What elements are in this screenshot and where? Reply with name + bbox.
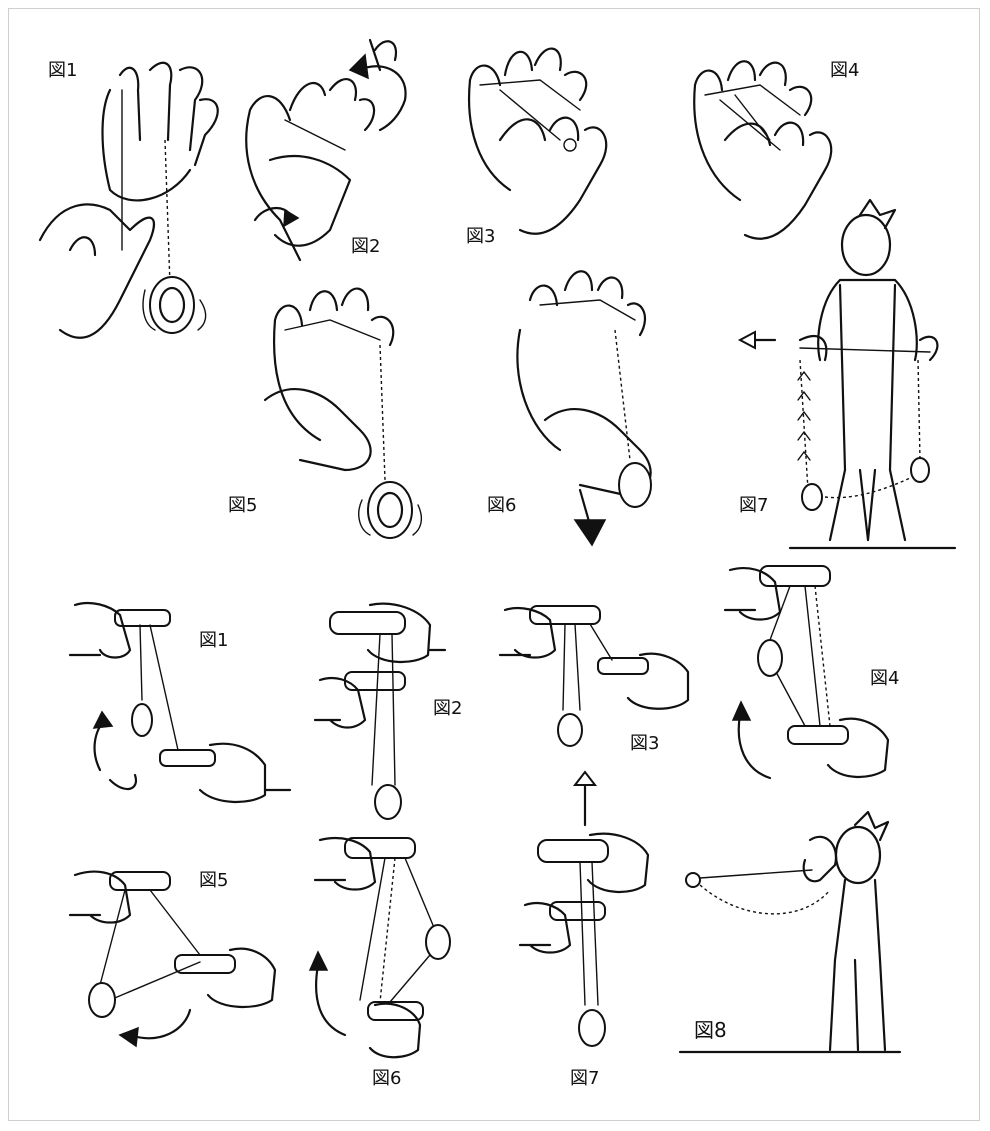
top-fig1-label: 図1 bbox=[48, 60, 78, 81]
top-fig3-drawing bbox=[468, 47, 608, 235]
top-fig4-label: 図4 bbox=[830, 60, 860, 81]
bottom-fig6-label: 図6 bbox=[372, 1068, 402, 1089]
bottom-fig7-drawing bbox=[518, 770, 650, 1047]
bottom-fig3-drawing bbox=[498, 605, 690, 747]
top-fig3-label: 図3 bbox=[466, 226, 496, 247]
top-fig2-label: 図2 bbox=[351, 236, 381, 257]
bottom-fig7-label: 図7 bbox=[570, 1068, 600, 1089]
bottom-fig4-label: 図4 bbox=[870, 668, 900, 689]
bottom-fig5-label: 図5 bbox=[199, 870, 229, 891]
top-fig6-drawing bbox=[516, 270, 652, 547]
top-fig2-drawing bbox=[245, 38, 407, 262]
bottom-fig2-label: 図2 bbox=[433, 698, 463, 719]
top-fig4-drawing bbox=[693, 60, 833, 240]
bottom-fig1-label: 図1 bbox=[199, 630, 229, 651]
top-fig6-label: 図6 bbox=[487, 495, 517, 516]
bottom-fig5-drawing bbox=[68, 870, 277, 1048]
top-fig1-drawing bbox=[38, 61, 219, 339]
bottom-fig8-drawing bbox=[678, 810, 902, 1054]
top-fig5-drawing bbox=[263, 287, 423, 539]
bottom-fig1-drawing bbox=[68, 601, 292, 804]
top-fig7-label: 図7 bbox=[739, 495, 769, 516]
bottom-fig6-drawing bbox=[308, 836, 451, 1059]
top-fig7-drawing bbox=[737, 198, 957, 550]
bottom-fig2-drawing bbox=[313, 602, 447, 820]
top-fig5-label: 図5 bbox=[228, 495, 258, 516]
bottom-fig8-label: 図8 bbox=[694, 1018, 727, 1042]
image-frame bbox=[8, 8, 980, 1121]
bottom-fig3-label: 図3 bbox=[630, 733, 660, 754]
bottom-fig4-drawing bbox=[723, 565, 890, 780]
